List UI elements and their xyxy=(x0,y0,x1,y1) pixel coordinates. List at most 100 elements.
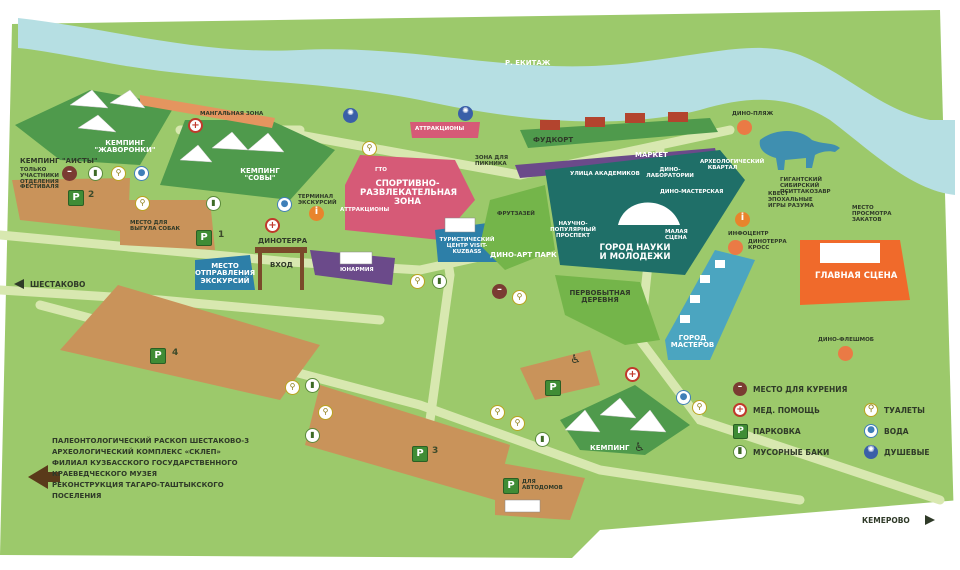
zone-sport xyxy=(345,155,475,240)
zone-junarmia xyxy=(310,250,395,285)
parking-icon: P xyxy=(196,230,212,246)
toilet-icon: ⚲ xyxy=(692,400,707,415)
label-dino-beach: ДИНО-ПЛЯЖ xyxy=(732,111,774,117)
zone-camping-bottom xyxy=(560,385,690,455)
field-accessible xyxy=(520,350,600,400)
water-icon: ● xyxy=(277,197,292,212)
toilet-icon: ⚲ xyxy=(135,196,150,211)
trash-icon: ▮ xyxy=(535,432,550,447)
tent xyxy=(179,144,213,163)
legend-parking-label: ПАРКОВКА xyxy=(753,427,801,436)
zone-camp-sovy xyxy=(160,120,335,200)
label-dino-workshop: ДИНО-МАСТЕРСКАЯ xyxy=(660,189,724,195)
sites-list-item: ПОСЕЛЕНИЯ xyxy=(52,492,102,500)
info-icon: i xyxy=(735,212,750,227)
accessible-icon: ♿ xyxy=(634,440,645,454)
arrow-right-small xyxy=(925,515,935,525)
label-popsci: НАУЧНО-ПОПУЛЯРНЫЙ ПРОСПЕКТ xyxy=(550,221,596,239)
label-attractions-top: АТТРАКЦИОНЫ xyxy=(415,126,465,132)
gate-pillar-left xyxy=(258,250,262,290)
trash-icon: ▮ xyxy=(206,196,221,211)
water-icon: ● xyxy=(134,166,149,181)
food-truck xyxy=(540,120,560,130)
parking-number-2: 2 xyxy=(88,190,95,200)
label-mangal: МАНГАЛЬНАЯ ЗОНА xyxy=(200,111,264,117)
tent xyxy=(599,397,637,419)
legend-shower-icon: ✺ xyxy=(864,445,878,459)
food-truck xyxy=(625,113,645,123)
sites-list-item: ФИЛИАЛ КУЗБАССКОГО ГОСУДАРСТВЕННОГО xyxy=(52,459,238,467)
legend-water-icon: ● xyxy=(864,424,878,438)
sites-list-item: АРХЕОЛОГИЧЕСКИЙ КОМПЛЕКС «СКЛЕП» xyxy=(52,448,221,456)
label-archaeo-quarter: АРХЕОЛОГИЧЕСКИЙ КВАРТАЛ xyxy=(700,159,765,171)
motorhome-van xyxy=(504,499,541,513)
shower-icon: ✺ xyxy=(458,106,473,121)
label-foodcourt: ФУДКОРТ xyxy=(533,136,574,144)
tent xyxy=(69,89,109,109)
masters-tent xyxy=(715,260,725,268)
dinosaur-figure xyxy=(759,131,840,170)
legend-parking-icon: P xyxy=(733,424,748,439)
food-truck xyxy=(668,112,688,122)
tourist-bus xyxy=(444,217,476,233)
river xyxy=(18,18,955,195)
label-dino-art: ДИНО-АРТ ПАРК xyxy=(490,251,557,259)
smoking-icon: – xyxy=(492,284,507,299)
masters-tent xyxy=(680,315,690,323)
masters-tent xyxy=(700,275,710,283)
label-fruit-zone: ФРУТЗАЗЕЙ xyxy=(497,211,535,217)
legend-toilet-label: ТУАЛЕТЫ xyxy=(884,406,925,415)
masters-tents xyxy=(680,260,725,323)
label-primitive-village: ПЕРВОБЫТНАЯ ДЕРЕВНЯ xyxy=(569,289,631,305)
parking-icon: P xyxy=(150,348,166,364)
map-corner xyxy=(560,500,960,570)
water-icon: ● xyxy=(676,390,691,405)
dino-flashmob-spot xyxy=(838,346,853,361)
toilet-icon: ⚲ xyxy=(510,416,525,431)
legend-trash-icon: ▮ xyxy=(733,445,747,459)
toilet-icon: ⚲ xyxy=(318,405,333,420)
parking-icon: P xyxy=(545,380,561,396)
label-masters-city: ГОРОД МАСТЕРОВ xyxy=(670,334,715,350)
label-terminal: ТЕРМИНАЛ ЭКСКУРСИЙ xyxy=(298,194,337,206)
label-sport-zone: СПОРТИВНО-РАЗВЛЕКАТЕЛЬНАЯ ЗОНА xyxy=(360,179,458,207)
label-camp-aisty: КЕМПИНГ "АИСТЫ" xyxy=(20,157,98,165)
tent xyxy=(77,114,117,133)
label-camp-aisty-note: ТОЛЬКО УЧАСТНИКИ ОТДЕЛЕНИЯ ФЕСТИВАЛЯ xyxy=(20,167,60,191)
tent xyxy=(629,409,667,433)
tent xyxy=(564,409,601,433)
dinoterra-cross-spot xyxy=(728,240,743,255)
sites-list-item: КРАЕВЕДЧЕСКОГО МУЗЕЯ xyxy=(52,470,158,478)
main-stage-screen xyxy=(820,243,880,263)
dino-beach-spot xyxy=(737,120,752,135)
sites-list: ПАЛЕОНТОЛОГИЧЕСКИЙ РАСКОП ШЕСТАКОВО-3 АР… xyxy=(52,437,249,503)
zone-masters-city xyxy=(665,250,755,360)
big-arrow-left xyxy=(28,465,60,489)
sites-list-item: РЕКОНСТРУКЦИЯ ТАГАРО-ТАШТЫКСКОГО xyxy=(52,481,224,489)
parking-icon: P xyxy=(503,478,519,494)
river-label: Р. ЕКИТАЖ xyxy=(505,59,551,67)
trash-icon: ▮ xyxy=(305,428,320,443)
zone-primitive-village xyxy=(555,275,660,345)
medical-icon: + xyxy=(265,218,280,233)
label-quest: КВЕСТ ЭПОХАЛЬНЫЕ ИГРЫ РАЗУМА xyxy=(768,191,814,209)
label-picnic: ЗОНА ДЛЯ ПИКНИКА xyxy=(475,155,509,167)
zone-foodcourt xyxy=(520,118,718,148)
sites-list-item: ПАЛЕОНТОЛОГИЧЕСКИЙ РАСКОП ШЕСТАКОВО-3 xyxy=(52,437,250,445)
tent xyxy=(211,131,249,151)
label-motorhomes: ДЛЯ АВТОДОМОВ xyxy=(522,479,563,491)
junarmia-van xyxy=(339,251,373,265)
toilet-icon: ⚲ xyxy=(111,166,126,181)
label-camping-bottom: КЕМПИНГ xyxy=(590,444,630,452)
info-icon: i xyxy=(309,206,324,221)
label-gto: ГТО xyxy=(375,167,387,173)
legend-toilet-icon: ⚲ xyxy=(864,403,878,417)
masters-tent xyxy=(690,295,700,303)
parking-number-3: 3 xyxy=(432,446,439,456)
label-small-stage: МАЛАЯ СЦЕНА xyxy=(665,229,688,241)
field-parking-1 xyxy=(120,200,215,250)
entrance-gate xyxy=(255,247,307,290)
legend-trash-label: МУСОРНЫЕ БАКИ xyxy=(753,448,830,457)
label-attractions-left: АТТРАКЦИОНЫ xyxy=(340,207,390,213)
